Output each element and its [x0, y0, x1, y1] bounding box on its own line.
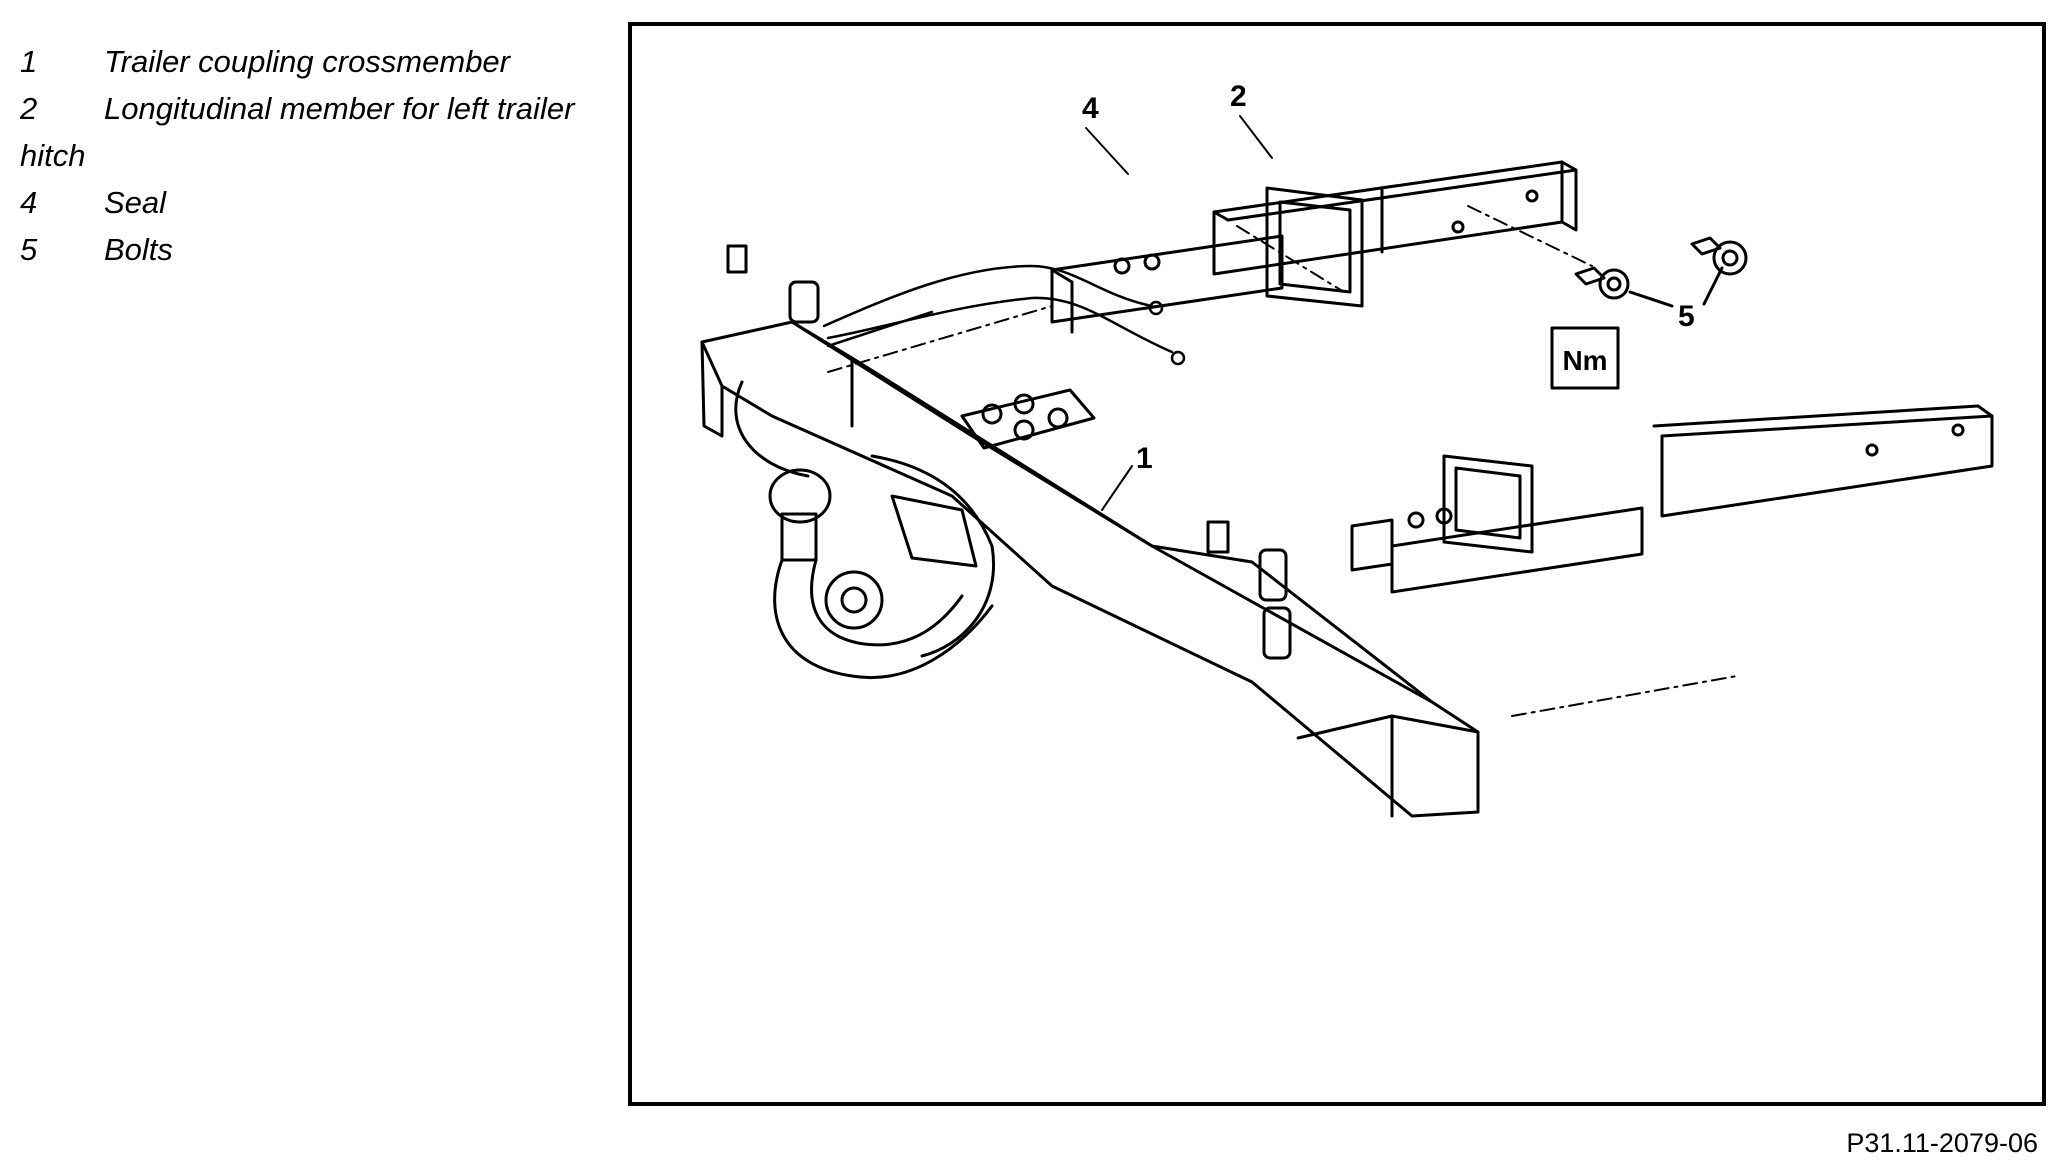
legend-number: 5: [20, 232, 38, 267]
legend-item-5: 5 Bolts: [20, 226, 630, 273]
torque-symbol: Nm: [1562, 345, 1607, 376]
legend-number: 4: [20, 185, 38, 220]
trailer-hitch-illustration: 4 2 1 5 Nm: [700, 80, 1994, 818]
callout-leaders: [1085, 115, 1273, 511]
longitudinal-member-right: [1350, 404, 1994, 594]
callout-1: 1: [1136, 442, 1153, 475]
legend-label: Seal: [104, 185, 167, 220]
callout-5: 5: [1678, 300, 1695, 333]
wiring-harness: [822, 264, 1186, 366]
bolts: [1574, 236, 1748, 308]
legend-number: 1: [20, 44, 38, 79]
tow-ball-assembly: [734, 380, 995, 679]
legend-number: 2: [20, 91, 38, 126]
alignment-lines: [827, 205, 1738, 717]
callout-2: 2: [1230, 80, 1247, 113]
legend-item-4: 4 Seal: [20, 179, 630, 226]
callout-4: 4: [1082, 92, 1099, 125]
legend-label: Bolts: [104, 232, 173, 267]
longitudinal-member-left: [1050, 160, 1578, 334]
legend-label: Longitudinal member for left trailer hit…: [20, 91, 575, 173]
torque-box: [1550, 326, 1620, 390]
figure-id: P31.11-2079-06: [1846, 1128, 2038, 1158]
trailer-coupling-crossmember: [700, 244, 1480, 818]
legend-item-1: 1 Trailer coupling crossmember: [20, 38, 630, 85]
diagram-frame: 4 2 1 5 Nm: [628, 22, 2046, 1106]
legend-label: Trailer coupling crossmember: [104, 44, 510, 79]
